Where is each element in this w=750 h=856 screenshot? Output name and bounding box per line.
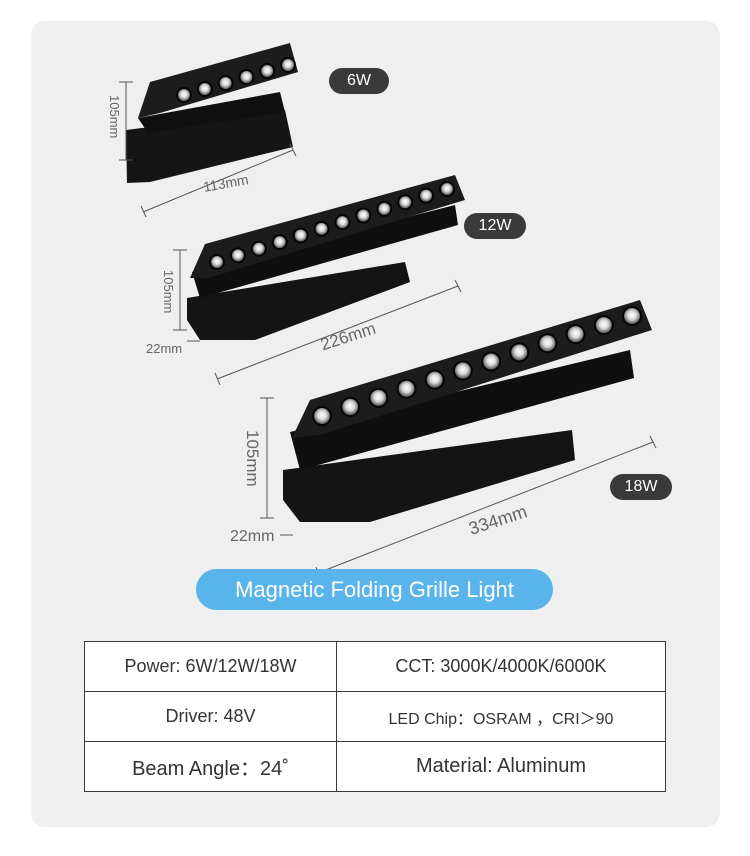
led-lens bbox=[211, 256, 223, 268]
height-label-12w: 105mm bbox=[161, 270, 176, 314]
spec-table: Power: 6W/12W/18W CCT: 3000K/4000K/6000K… bbox=[84, 641, 667, 792]
height-label-6w: 105mm bbox=[107, 95, 122, 139]
spec-material: Material: Aluminum bbox=[335, 741, 667, 792]
spec-power: Power: 6W/12W/18W bbox=[84, 641, 337, 692]
led-lens bbox=[454, 362, 471, 379]
spec-cct: CCT: 3000K/4000K/6000K bbox=[335, 641, 667, 692]
spec-beam-angle: Beam Angle：24˚ bbox=[84, 741, 337, 792]
spec-driver: Driver: 48V bbox=[84, 691, 337, 742]
power-badge-18w: 18W bbox=[610, 474, 672, 500]
table-row: Power: 6W/12W/18W CCT: 3000K/4000K/6000K bbox=[84, 641, 667, 692]
product-title: Magnetic Folding Grille Light bbox=[196, 569, 553, 610]
led-lens bbox=[261, 65, 274, 77]
fixture-18w bbox=[283, 300, 652, 522]
led-lens bbox=[178, 89, 190, 101]
height-label-18w: 105mm bbox=[243, 430, 262, 487]
power-badge-12w: 12W bbox=[464, 213, 526, 239]
led-lens bbox=[336, 216, 349, 229]
table-row: Driver: 48V LED Chip：OSRAM ，CRI＞90 bbox=[84, 691, 667, 742]
dimension-lines bbox=[119, 81, 657, 580]
fixture-12w bbox=[187, 175, 465, 340]
led-lens bbox=[357, 209, 370, 222]
led-lens bbox=[240, 71, 253, 83]
led-lens bbox=[399, 196, 412, 209]
led-lens bbox=[219, 77, 232, 89]
led-lens bbox=[252, 242, 265, 255]
led-lens bbox=[294, 229, 307, 242]
led-lens bbox=[426, 371, 443, 388]
led-lens bbox=[342, 398, 359, 415]
led-lens bbox=[624, 308, 640, 324]
fixture-6w bbox=[126, 43, 298, 183]
led-lens bbox=[398, 380, 415, 397]
power-badge-6w: 6W bbox=[329, 68, 389, 94]
depth-label-12w: 22mm bbox=[146, 341, 183, 356]
led-lens bbox=[273, 236, 286, 249]
led-lens bbox=[231, 249, 244, 262]
led-lens bbox=[282, 59, 294, 71]
led-lens bbox=[420, 189, 433, 202]
led-lens bbox=[315, 222, 328, 235]
led-lens bbox=[441, 183, 453, 195]
led-lens bbox=[370, 389, 387, 406]
led-lens bbox=[378, 202, 391, 215]
product-illustration bbox=[119, 43, 657, 580]
spec-led-chip: LED Chip：OSRAM ，CRI＞90 bbox=[335, 691, 667, 742]
led-lens bbox=[539, 335, 556, 352]
led-lens bbox=[198, 83, 211, 95]
led-lens bbox=[595, 317, 612, 334]
led-lens bbox=[314, 408, 330, 424]
table-row: Beam Angle：24˚ Material: Aluminum bbox=[84, 741, 667, 792]
led-lens bbox=[511, 344, 528, 361]
led-lens bbox=[483, 353, 500, 370]
depth-label-18w: 22mm bbox=[230, 528, 275, 545]
led-lens bbox=[567, 326, 584, 343]
